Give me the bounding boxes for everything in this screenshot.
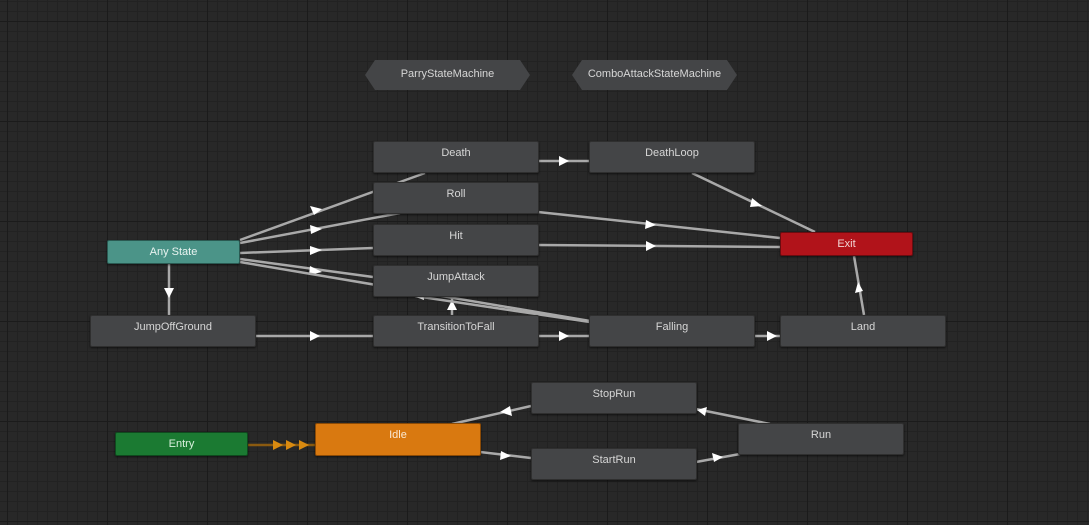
state-jumpoffground[interactable]: JumpOffGround xyxy=(90,315,256,347)
transition-arrow-icon xyxy=(310,206,322,215)
state-jumpattack[interactable]: JumpAttack xyxy=(373,265,539,297)
state-land[interactable]: Land xyxy=(780,315,946,347)
state-stoprun[interactable]: StopRun xyxy=(531,382,697,414)
state-roll[interactable]: Roll xyxy=(373,182,539,214)
transition-arrow-icon xyxy=(697,407,707,416)
transition-arrow-icon xyxy=(310,331,320,341)
transition-arrow-icon xyxy=(500,451,511,460)
transition-anystate-jumpoffground[interactable] xyxy=(164,264,174,316)
state-idle[interactable]: Idle xyxy=(315,423,481,456)
transition-arrow-icon xyxy=(559,156,569,166)
transition-deathloop-exit[interactable] xyxy=(691,171,816,234)
transition-arrow-icon xyxy=(750,198,762,207)
transition-anystate-jumpattack[interactable] xyxy=(239,257,374,279)
state-any-state[interactable]: Any State xyxy=(107,240,240,264)
transition-stoprun-idle[interactable] xyxy=(451,404,532,426)
state-entry[interactable]: Entry xyxy=(115,432,248,456)
transition-arrow-icon xyxy=(310,225,322,234)
parry-state-machine[interactable]: ParryStateMachine xyxy=(365,60,530,90)
transition-jumpoffground-transitiontofall[interactable] xyxy=(255,331,373,341)
transition-arrow-icon xyxy=(447,300,457,310)
transition-startrun-run[interactable] xyxy=(695,452,741,464)
transition-arrow-icon xyxy=(164,288,174,298)
transition-arrow-icon xyxy=(712,453,723,462)
transition-run-stoprun[interactable] xyxy=(695,407,771,426)
transition-hit-exit[interactable] xyxy=(537,241,781,251)
transition-death-deathloop[interactable] xyxy=(538,156,589,166)
state-exit[interactable]: Exit xyxy=(780,232,913,256)
state-startrun[interactable]: StartRun xyxy=(531,448,697,480)
transition-arrow-icon xyxy=(273,440,283,450)
transition-roll-exit[interactable] xyxy=(537,210,781,240)
transition-anystate-hit[interactable] xyxy=(239,246,374,255)
transition-arrow-icon xyxy=(855,282,863,293)
transition-arrow-icon xyxy=(646,241,656,251)
transition-arrow-icon xyxy=(309,266,322,275)
state-falling[interactable]: Falling xyxy=(589,315,755,347)
transition-arrow-icon xyxy=(310,246,322,255)
transition-arrow-icon xyxy=(500,406,512,416)
transition-falling-land[interactable] xyxy=(754,331,780,341)
transition-entry-idle[interactable] xyxy=(247,440,315,450)
transition-transitiontofall-falling[interactable] xyxy=(538,331,589,341)
transition-idle-startrun[interactable] xyxy=(479,450,532,460)
transition-arrow-icon xyxy=(286,440,296,450)
transition-land-exit[interactable] xyxy=(852,255,866,316)
state-run[interactable]: Run xyxy=(738,423,904,455)
transition-arrow-icon xyxy=(645,220,656,229)
transition-anystate-roll[interactable] xyxy=(239,211,401,245)
transition-arrow-icon xyxy=(299,440,309,450)
state-death[interactable]: Death xyxy=(373,141,539,173)
state-transitiontofall[interactable]: TransitionToFall xyxy=(373,315,539,347)
transition-arrow-icon xyxy=(767,331,777,341)
state-deathloop[interactable]: DeathLoop xyxy=(589,141,755,173)
transition-arrow-icon xyxy=(559,331,569,341)
transition-jumpattack-transitiontofall[interactable] xyxy=(447,297,457,316)
state-hit[interactable]: Hit xyxy=(373,224,539,256)
combo-attack-state-machine[interactable]: ComboAttackStateMachine xyxy=(572,60,737,90)
